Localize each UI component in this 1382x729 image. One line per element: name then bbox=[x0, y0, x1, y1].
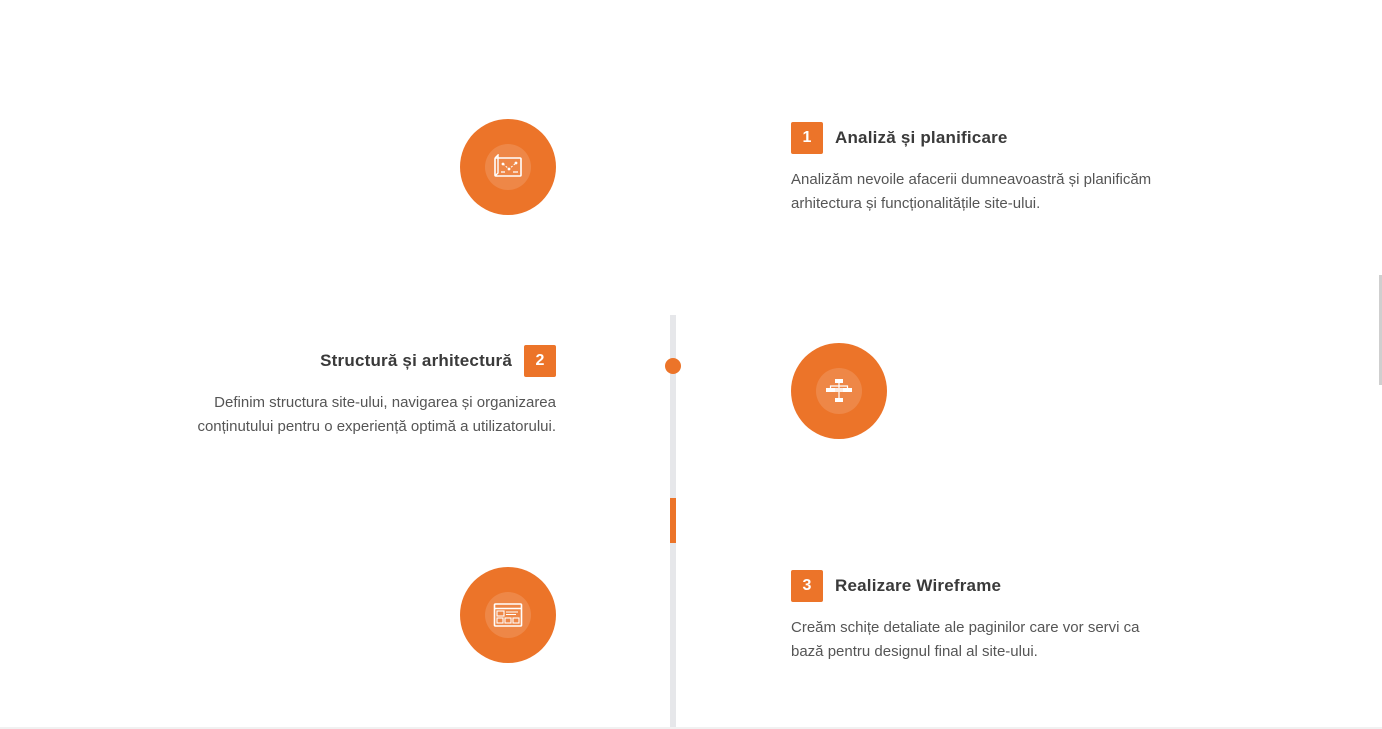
step-title: Structură și arhitectură bbox=[320, 351, 512, 370]
step-description-line: Analizăm nevoile afacerii dumneavoastră … bbox=[791, 171, 1152, 188]
step-3-icon-circle bbox=[460, 567, 556, 663]
step-description-line: Creăm schițe detaliate ale paginilor car… bbox=[791, 619, 1140, 636]
step-3: 3 Realizare Wireframe Creăm schițe detal… bbox=[791, 570, 1211, 664]
step-description-line: arhitectura și funcționalitățile site-ul… bbox=[791, 195, 1041, 212]
step-1: 1 Analiză și planificare Analizăm nevoil… bbox=[791, 122, 1211, 216]
step-2-icon-circle bbox=[791, 343, 887, 439]
blueprint-icon bbox=[494, 154, 522, 177]
step-1-icon-circle bbox=[460, 119, 556, 215]
wireframe-icon bbox=[493, 603, 523, 627]
step-title: Analiză și planificare bbox=[835, 128, 1008, 147]
step-number-badge: 1 bbox=[791, 122, 823, 154]
step-number-badge: 3 bbox=[791, 570, 823, 602]
step-description-line: Definim structura site-ului, navigarea ș… bbox=[214, 394, 556, 411]
timeline-progress-bar bbox=[670, 498, 676, 543]
step-description-line: bază pentru designul final al site-ului. bbox=[791, 643, 1038, 660]
sitemap-icon bbox=[826, 379, 852, 402]
step-description: Creăm schițe detaliate ale paginilor car… bbox=[791, 616, 1211, 664]
step-description-line: conținutului pentru o experiență optimă … bbox=[197, 418, 556, 435]
step-description: Analizăm nevoile afacerii dumneavoastră … bbox=[791, 168, 1211, 216]
step-title: Realizare Wireframe bbox=[835, 576, 1002, 595]
page-scrollbar-thumb[interactable] bbox=[1379, 275, 1382, 385]
timeline-marker-dot bbox=[665, 358, 681, 374]
step-2: Structură și arhitectură 2 Definim struc… bbox=[136, 345, 556, 439]
step-description: Definim structura site-ului, navigarea ș… bbox=[136, 391, 556, 439]
section-divider bbox=[0, 727, 1382, 729]
step-number-badge: 2 bbox=[524, 345, 556, 377]
